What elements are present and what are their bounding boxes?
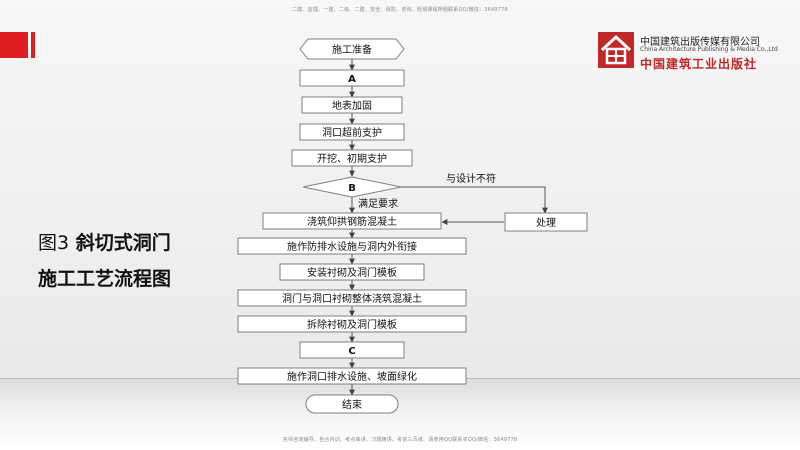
- svg-text:洞口超前支护: 洞口超前支护: [322, 126, 382, 139]
- svg-text:开挖、初期支护: 开挖、初期支护: [317, 152, 387, 165]
- svg-text:浇筑仰拱钢筋混凝土: 浇筑仰拱钢筋混凝土: [307, 215, 397, 228]
- figure-title-text: 斜切式洞门: [75, 232, 171, 254]
- svg-text:C: C: [348, 346, 355, 357]
- node-formwork: 安装衬砌及洞门模板: [279, 263, 425, 281]
- accent-bar: [31, 32, 35, 58]
- node-end: 结束: [305, 394, 399, 414]
- publisher-logo: 中国建筑出版传媒有限公司 China Architecture Publishi…: [598, 30, 798, 74]
- publisher-name-cn: 中国建筑出版传媒有限公司: [640, 37, 760, 48]
- node-portal-support: 洞口超前支护: [299, 123, 405, 141]
- node-b: B: [302, 176, 402, 198]
- watermark-top: 二建、监理、一建、二级、二建、安全、消防、咨询、检测课程押题联系QQ/微信：36…: [292, 7, 508, 13]
- svg-text:地表加固: 地表加固: [332, 99, 372, 112]
- publisher-name-cn2: 中国建筑工业出版社: [640, 57, 758, 71]
- flow-edges: [349, 59, 548, 396]
- node-pour: 洞门与洞口衬砌整体浇筑混凝土: [237, 289, 467, 307]
- svg-text:施工准备: 施工准备: [332, 43, 372, 56]
- figure-title-line1: 图3 斜切式洞门: [38, 228, 171, 255]
- node-handle: 处理: [504, 212, 588, 232]
- label-mismatch: 与设计不符: [446, 172, 496, 185]
- node-a: A: [299, 69, 405, 87]
- svg-text:处理: 处理: [536, 217, 556, 229]
- watermark-bottom: 完师咨询辅导、自合内训、考点串讲、习题精讲、考前三页纸、请使用QQ联系买QQ/微…: [282, 437, 518, 443]
- svg-text:施作洞口排水设施、坡面绿化: 施作洞口排水设施、坡面绿化: [287, 370, 417, 383]
- node-finish: 施作洞口排水设施、坡面绿化: [237, 367, 467, 385]
- svg-text:施作防排水设施与洞内外衔接: 施作防排水设施与洞内外衔接: [287, 240, 417, 253]
- background-floor: [0, 378, 800, 450]
- svg-text:安装衬砌及洞门模板: 安装衬砌及洞门模板: [307, 266, 397, 279]
- publisher-name-en: China Architecture Publishing & Media Co…: [640, 46, 778, 53]
- publisher-logo-icon: [598, 32, 634, 68]
- label-meets: 满足要求: [358, 198, 398, 210]
- figure-number: 图3: [38, 232, 70, 254]
- node-remove: 拆除衬砌及洞门模板: [237, 315, 467, 333]
- figure-title-line2: 施工工艺流程图: [38, 268, 172, 290]
- svg-text:拆除衬砌及洞门模板: 拆除衬砌及洞门模板: [307, 318, 397, 331]
- edge-b-handle: [401, 186, 548, 214]
- node-invert: 浇筑仰拱钢筋混凝土: [262, 212, 442, 230]
- svg-text:结束: 结束: [342, 398, 362, 411]
- svg-text:洞门与洞口衬砌整体浇筑混凝土: 洞门与洞口衬砌整体浇筑混凝土: [282, 292, 422, 305]
- node-excavate: 开挖、初期支护: [291, 149, 413, 167]
- node-ground: 地表加固: [301, 96, 403, 114]
- node-drain: 施作防排水设施与洞内外衔接: [237, 237, 467, 255]
- svg-text:A: A: [348, 74, 356, 85]
- node-start: 施工准备: [299, 38, 405, 60]
- svg-text:B: B: [348, 183, 356, 194]
- accent-block: [0, 32, 28, 58]
- node-c: C: [299, 341, 405, 359]
